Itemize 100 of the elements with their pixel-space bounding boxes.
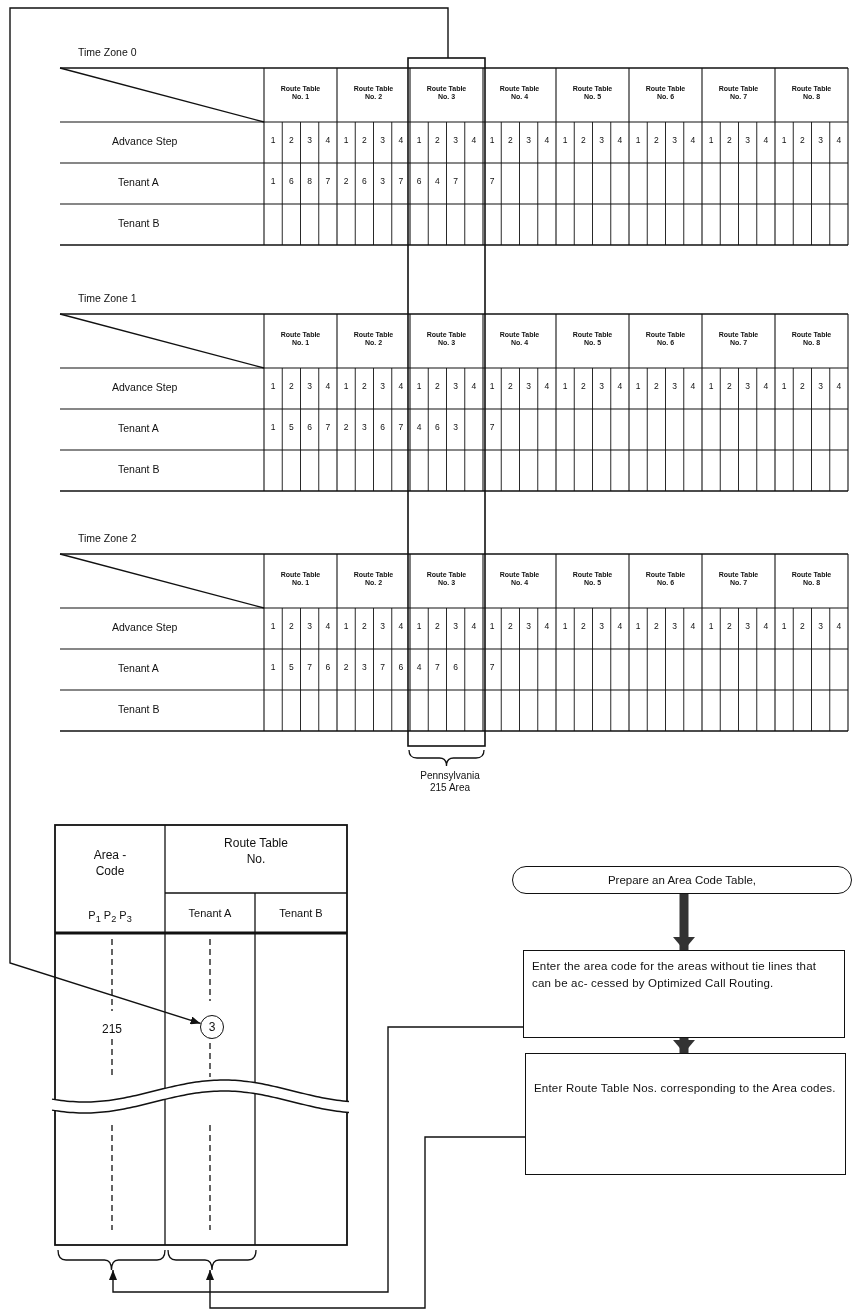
step-number: 4 [397, 136, 405, 146]
step-number: 1 [780, 382, 788, 392]
step-number: 3 [598, 382, 605, 392]
step-number: 4 [762, 622, 770, 632]
step-number: 4 [324, 382, 332, 392]
step-number: 1 [780, 622, 788, 632]
row-header: Tenant A [118, 176, 159, 189]
route-number: 3 [452, 423, 459, 433]
step-number: 4 [835, 136, 843, 146]
step-number: 3 [452, 136, 459, 146]
step-number: 2 [507, 622, 514, 632]
step-number: 3 [525, 136, 532, 146]
row-header: Tenant B [118, 463, 160, 476]
step-number: 4 [762, 136, 770, 146]
step-number: 2 [799, 382, 806, 392]
route-number: 7 [324, 177, 332, 187]
step-number: 4 [762, 382, 770, 392]
step-number: 4 [689, 136, 697, 146]
process-box: Enter Route Table Nos. corresponding to the Area codes. [525, 1053, 846, 1175]
row-header: Tenant B [118, 217, 160, 230]
process-box: Enter the area code for the areas without tie lines that can be ac- cessed by Optimized Call Routing. [523, 950, 845, 1038]
route-number: 4 [434, 177, 441, 187]
route-number: 1 [269, 177, 277, 187]
step-number: 1 [488, 382, 496, 392]
step-number: 4 [616, 136, 624, 146]
step-number: 2 [799, 136, 806, 146]
step-number: 2 [361, 136, 368, 146]
step-number: 1 [634, 136, 642, 146]
step-number: 2 [361, 382, 368, 392]
route-number: 7 [306, 663, 313, 673]
step-number: 2 [726, 382, 733, 392]
route-number: 6 [379, 423, 386, 433]
step-number: 1 [342, 136, 350, 146]
step-number: 3 [671, 382, 678, 392]
step-number: 3 [817, 136, 824, 146]
step-number: 2 [434, 136, 441, 146]
route-number: 4 [415, 663, 423, 673]
route-number: 6 [288, 177, 295, 187]
step-number: 3 [379, 382, 386, 392]
step-number: 2 [288, 382, 295, 392]
step-number: 4 [689, 382, 697, 392]
step-number: 3 [379, 622, 386, 632]
step-number: 2 [361, 622, 368, 632]
area-caption: Pennsylvania 215 Area [419, 770, 481, 793]
arrow [673, 894, 695, 950]
step-number: 1 [634, 382, 642, 392]
step-number: 2 [726, 136, 733, 146]
step-number: 4 [616, 622, 624, 632]
highlight-frame [407, 57, 486, 747]
step-number: 2 [653, 622, 660, 632]
arrow [9, 7, 449, 1025]
table-title: Time Zone 1 [78, 292, 137, 305]
step-number: 4 [616, 382, 624, 392]
start-terminal: Prepare an Area Code Table, [512, 866, 852, 894]
step-number: 1 [415, 382, 423, 392]
step-number: 1 [707, 382, 715, 392]
step-number: 2 [653, 136, 660, 146]
table-title: Time Zone 0 [78, 46, 137, 59]
step-number: 4 [397, 622, 405, 632]
step-number: 4 [835, 622, 843, 632]
route-number: 3 [361, 663, 368, 673]
step-number: 3 [744, 136, 751, 146]
step-number: 3 [452, 622, 459, 632]
step-number: 1 [269, 382, 277, 392]
route-number: 5 [288, 663, 295, 673]
step-number: 1 [780, 136, 788, 146]
route-number: 7 [488, 663, 496, 673]
step-number: 3 [817, 382, 824, 392]
step-number: 3 [306, 136, 313, 146]
step-number: 2 [653, 382, 660, 392]
step-number: 2 [580, 622, 587, 632]
step-number: 3 [452, 382, 459, 392]
step-number: 4 [543, 622, 551, 632]
curly-brace [167, 1249, 257, 1271]
step-number: 4 [470, 382, 478, 392]
route-number: 7 [434, 663, 441, 673]
curly-brace [57, 1249, 166, 1271]
route-number: 1 [269, 423, 277, 433]
table-title: Time Zone 2 [78, 532, 137, 545]
step-number: 2 [434, 382, 441, 392]
step-number: 1 [415, 622, 423, 632]
arrow [109, 1026, 524, 1293]
route-number: 1 [269, 663, 277, 673]
step-number: 1 [488, 622, 496, 632]
route-number: 3 [379, 177, 386, 187]
arrow [673, 1038, 695, 1053]
route-number: 5 [288, 423, 295, 433]
step-number: 1 [707, 622, 715, 632]
route-number: 7 [379, 663, 386, 673]
route-number: 6 [306, 423, 313, 433]
step-number: 1 [269, 622, 277, 632]
step-number: 3 [817, 622, 824, 632]
route-number: 6 [415, 177, 423, 187]
step-number: 3 [525, 622, 532, 632]
step-number: 2 [507, 382, 514, 392]
step-number: 1 [707, 136, 715, 146]
step-number: 3 [744, 382, 751, 392]
route-number: 7 [397, 177, 405, 187]
step-number: 2 [507, 136, 514, 146]
route-number: 3 [361, 423, 368, 433]
